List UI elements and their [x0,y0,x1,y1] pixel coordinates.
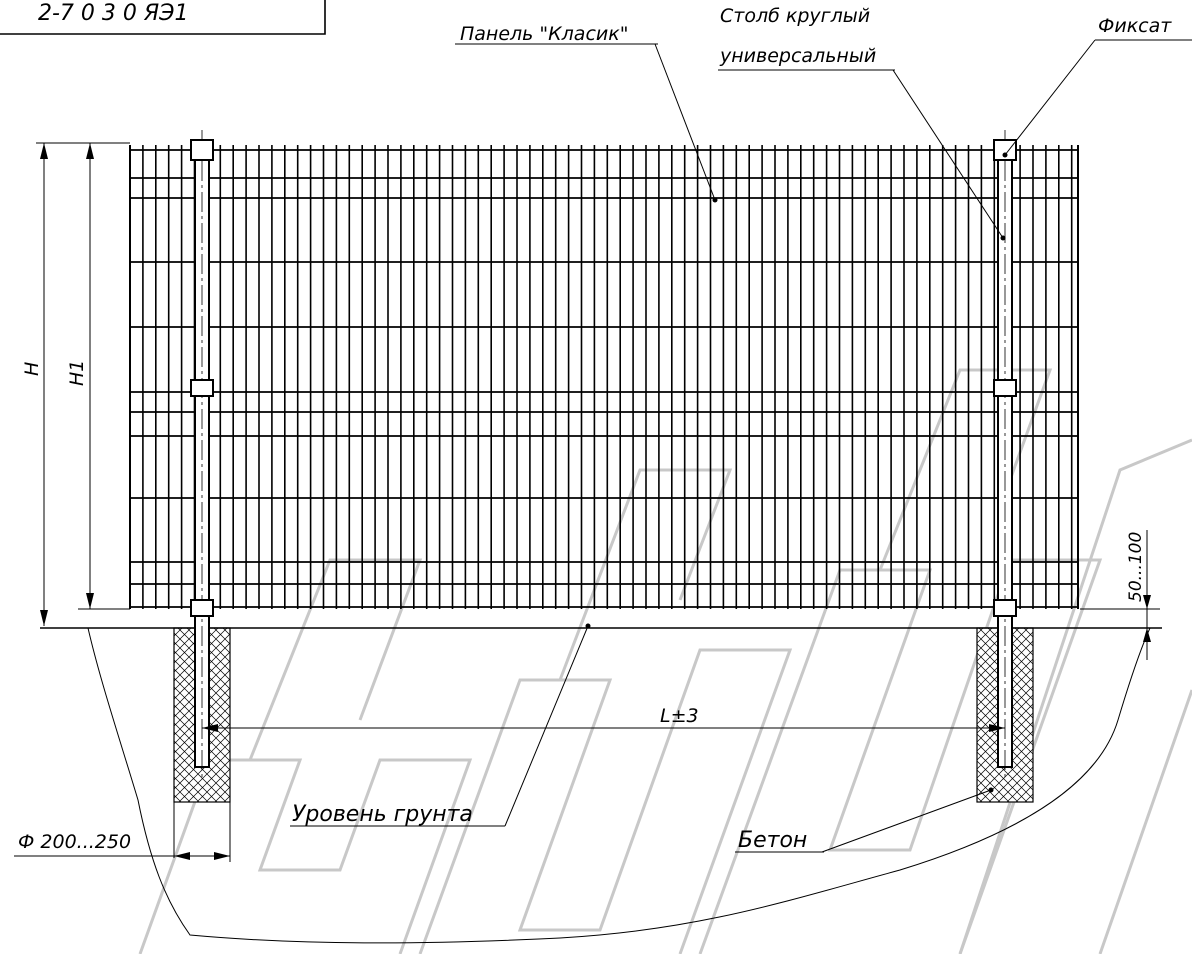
dimensions: H H1 50...100 L±3 Ф 200...250 [14,142,1160,862]
clamp-right-top [993,379,1017,397]
concrete-footings [173,627,1034,803]
fence-posts [190,130,1017,780]
dimension-diameter-label: Ф 200...250 [18,831,131,853]
post-left [190,130,214,780]
callouts: Панель "Класик" Столб круглый универсаль… [290,5,1192,853]
post-label-line1: Столб круглый [720,5,870,27]
dimension-h1-label: H1 [66,360,88,386]
clamp-left-bottom [190,599,214,617]
dimension-h-label: H [21,362,43,376]
post-cap-right [993,139,1017,161]
clamp-left-top [190,379,214,397]
post-label-line2: универсальный [719,45,876,67]
title-fragment-text: 2-7 0 3 0 ЯЭ1 [38,1,189,26]
ground-level-label: Уровень грунта [292,802,473,827]
post-right [993,130,1017,780]
concrete-label: Бетон [738,828,807,853]
earth-section [87,627,1151,944]
post-cap-left [190,139,214,161]
dimension-clearance-label: 50...100 [1126,532,1146,602]
dimension-span-label: L±3 [660,705,699,727]
fence-panel-mesh [129,145,1079,609]
fixator-label: Фиксат [1098,15,1172,37]
clamp-right-bottom [993,599,1017,617]
title-block-fragment: 2-7 0 3 0 ЯЭ1 [0,0,326,35]
panel-label: Панель "Класик" [460,23,628,45]
